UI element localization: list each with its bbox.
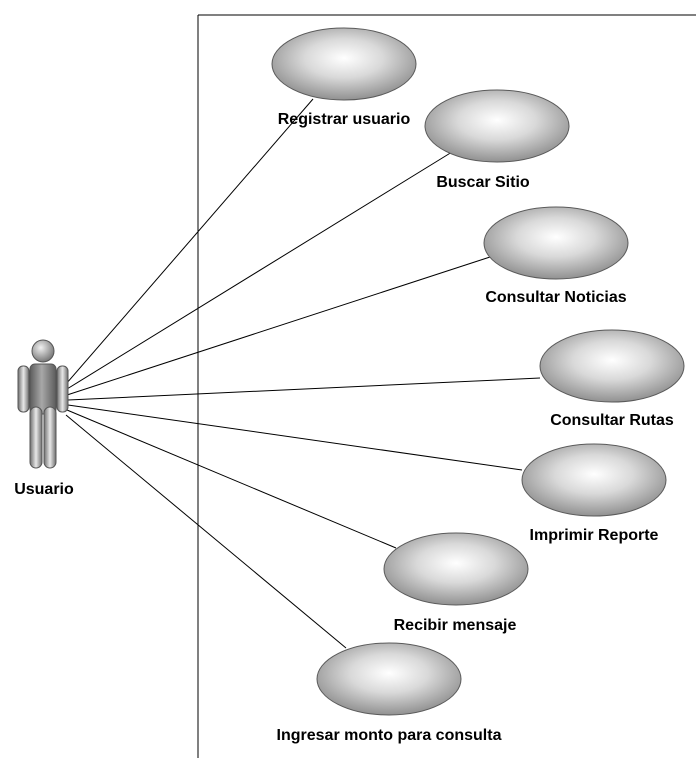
association-consultar-rutas [67, 377, 541, 401]
associations [65, 98, 541, 649]
use-case-registrar-usuario[interactable]: Registrar usuario [271, 27, 417, 128]
use-case-label: Buscar Sitio [436, 174, 530, 191]
actor-usuario: Usuario [14, 339, 74, 498]
use-case-consultar-noticias[interactable]: Consultar Noticias [483, 206, 629, 306]
actor-icon [17, 339, 69, 469]
use-case-label: Registrar usuario [278, 111, 411, 128]
use-case-ingresar-monto[interactable]: Ingresar monto para consulta [277, 642, 502, 744]
use-case-buscar-sitio[interactable]: Buscar Sitio [424, 89, 570, 191]
association-ingresar-monto [65, 414, 347, 649]
association-consultar-noticias [66, 256, 491, 396]
system-boundary [197, 14, 696, 758]
association-buscar-sitio [66, 151, 453, 390]
use-case-consultar-rutas[interactable]: Consultar Rutas [539, 329, 685, 429]
association-registrar-usuario [65, 98, 314, 385]
use-case-imprimir-reporte[interactable]: Imprimir Reporte [521, 443, 667, 544]
use-case-label: Recibir mensaje [394, 617, 517, 634]
use-case-label: Imprimir Reporte [530, 527, 659, 544]
use-case-label: Ingresar monto para consulta [277, 727, 502, 744]
association-imprimir-reporte [67, 404, 523, 471]
use-case-label: Consultar Noticias [485, 289, 626, 306]
use-case-recibir-mensaje[interactable]: Recibir mensaje [383, 532, 529, 634]
association-recibir-mensaje [66, 409, 397, 549]
use-case-label: Consultar Rutas [550, 412, 674, 429]
actor-label: Usuario [14, 481, 74, 498]
